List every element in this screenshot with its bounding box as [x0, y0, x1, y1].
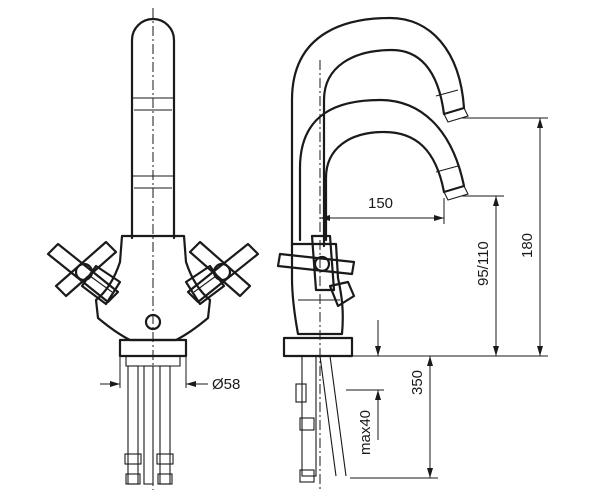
side-cross-handle	[276, 234, 356, 292]
spout-height-label: 95/110	[475, 241, 492, 286]
total-height-dimension: 180	[519, 118, 543, 356]
deck-thickness-label: max40	[357, 410, 374, 455]
side-base-plate	[282, 336, 354, 358]
side-lever	[328, 280, 356, 308]
deck-thickness-dimension: max40	[346, 320, 384, 455]
base-diameter-dimension: Ø58	[100, 356, 240, 393]
spout-reach-dimension: 150	[320, 195, 445, 224]
front-supply-hoses	[124, 365, 174, 485]
total-height-label: 180	[519, 233, 536, 258]
hose-length-label: 350	[409, 370, 426, 395]
spout-height-dimension: 95/110	[475, 196, 499, 356]
base-diameter-label: Ø58	[212, 376, 240, 393]
front-right-cross-handle	[186, 240, 260, 304]
spout-reach-label: 150	[368, 195, 393, 212]
front-spout-column	[130, 17, 176, 240]
side-spout-high	[290, 16, 466, 248]
front-right-valve	[184, 264, 226, 306]
front-left-cross-handle	[46, 240, 120, 304]
front-view: Ø58	[46, 8, 260, 490]
hose-length-dimension: 350	[350, 356, 438, 479]
side-view: 150 95/110 180 350	[276, 16, 548, 490]
side-spout-low	[298, 98, 466, 242]
side-supply-hoses	[295, 355, 347, 483]
front-center-screw	[144, 313, 162, 331]
front-left-valve	[80, 264, 122, 306]
